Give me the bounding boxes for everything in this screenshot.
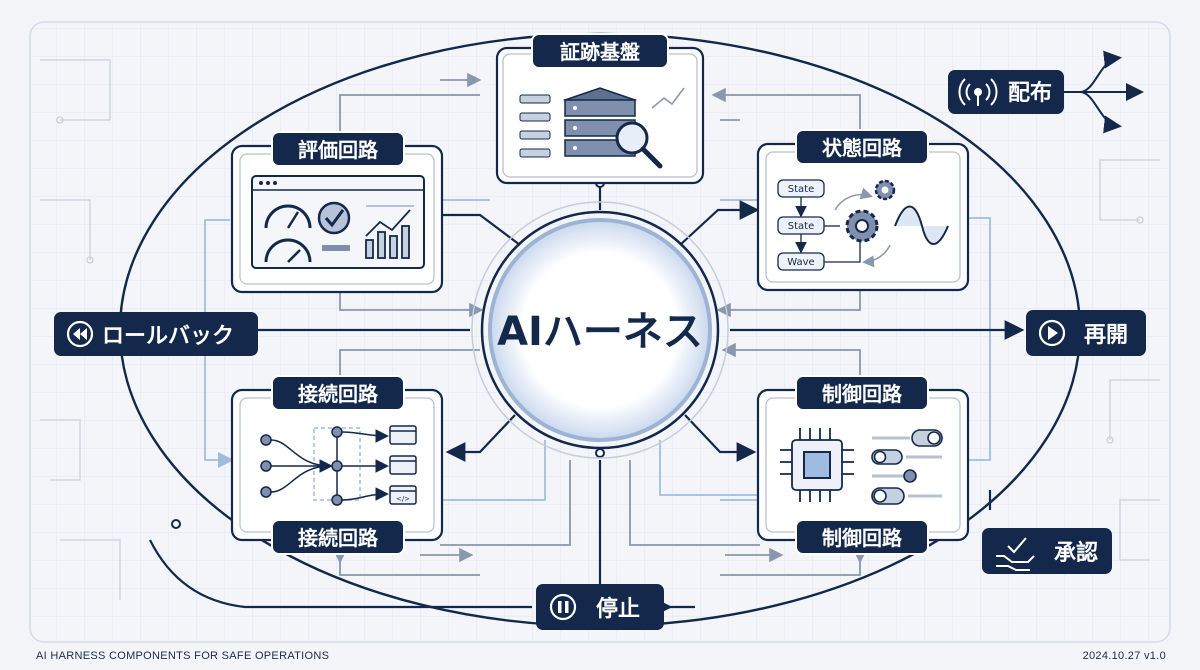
list-icon — [519, 94, 551, 158]
evidence-title-pill: 証跡基盤 — [531, 33, 669, 69]
control-panel — [756, 388, 970, 542]
gauge-icon — [264, 204, 312, 263]
magnifier-icon — [615, 121, 663, 169]
stop-label: 停止 — [596, 596, 640, 622]
connection-panel: </> — [230, 388, 444, 542]
distribute-label: 配布 — [1008, 80, 1052, 106]
state-node-1-label: State — [788, 184, 814, 195]
resume-button[interactable]: 再開 — [1026, 310, 1146, 356]
circuit-traces-right — [1099, 159, 1160, 561]
toggle-icons — [871, 429, 943, 505]
control-title-top: 制御回路 — [822, 382, 903, 406]
circuit-traces-left — [40, 59, 121, 600]
evaluation-panel — [230, 144, 444, 294]
control-title-bottom-pill: 制御回路 — [795, 519, 929, 555]
connection-title-bottom-pill: 接続回路 — [271, 519, 405, 555]
window-icons — [389, 425, 417, 505]
chip-icon — [780, 428, 854, 502]
bar-icon — [322, 245, 350, 251]
evaluation-title: 評価回路 — [298, 138, 379, 162]
distribute-arrows — [1064, 50, 1144, 134]
rollback-button[interactable]: ロールバック — [54, 312, 258, 356]
footer-caption: AI HARNESS COMPONENTS FOR SAFE OPERATION… — [36, 650, 330, 662]
broadcast-icon — [958, 78, 998, 106]
state-node-3-label: Wave — [787, 257, 814, 268]
control-title-top-pill: 制御回路 — [795, 375, 929, 411]
control-title-bottom: 制御回路 — [822, 526, 903, 550]
distribute-button[interactable]: 配布 — [948, 70, 1064, 114]
resume-label: 再開 — [1084, 323, 1128, 348]
hand-check-icon — [996, 537, 1035, 571]
flow-graph-icon — [260, 426, 389, 506]
stop-button[interactable]: 停止 — [536, 584, 664, 630]
approve-label: 承認 — [1054, 540, 1098, 566]
state-title: 状態回路 — [822, 136, 903, 160]
hub-connectors — [149, 175, 1025, 617]
rollback-label: ロールバック — [102, 324, 234, 349]
evidence-title: 証跡基盤 — [560, 40, 641, 64]
footer-version: 2024.10.27 v1.0 — [1082, 650, 1166, 662]
pause-icon — [549, 593, 577, 621]
play-icon — [1038, 319, 1066, 347]
loop-node — [171, 519, 181, 529]
rewind-icon — [66, 320, 94, 348]
connection-title-top-pill: 接続回路 — [271, 375, 405, 411]
state-panel: State State Wave — [756, 142, 970, 292]
connection-title-bottom: 接続回路 — [298, 526, 379, 550]
state-title-pill: 状態回路 — [795, 129, 929, 165]
wave-icon — [894, 205, 949, 245]
connection-title-top: 接続回路 — [298, 382, 379, 406]
trend-icon — [651, 87, 685, 109]
center-hub: AIハーネス — [471, 201, 729, 459]
code-icon: </> — [396, 495, 410, 503]
approve-button[interactable]: 承認 — [982, 528, 1112, 574]
evaluation-title-pill: 評価回路 — [271, 131, 405, 167]
state-node-2-label: State — [788, 221, 814, 232]
checkmark-icon — [317, 201, 351, 235]
chart-icon — [365, 209, 411, 259]
grey-flow-arrows — [332, 72, 868, 576]
hub-node-bottom — [595, 448, 605, 458]
hub-label: AIハーネス — [497, 309, 703, 355]
gear-icon — [845, 179, 896, 243]
